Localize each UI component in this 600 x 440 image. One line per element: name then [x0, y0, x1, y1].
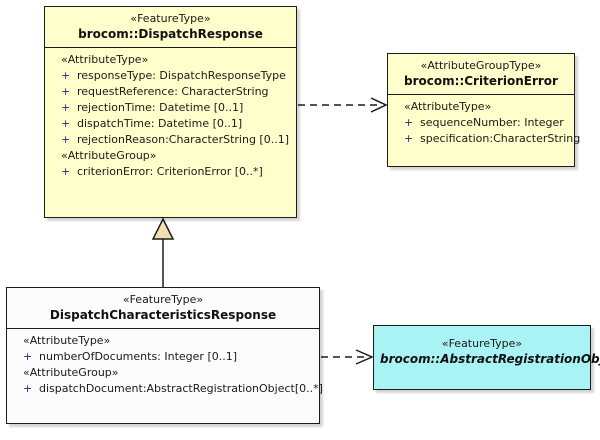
attribute-label: dispatchTime: Datetime [0..1] [77, 117, 243, 130]
group-label-attributegroup: «AttributeGroup» [23, 366, 119, 379]
attribute-row[interactable]: + numberOfDocuments: Integer [0..1] [11, 349, 315, 365]
attribute-row[interactable]: + dispatchTime: Datetime [0..1] [49, 116, 292, 132]
attribute-label: numberOfDocuments: Integer [0..1] [39, 350, 238, 363]
stereotype-label: «FeatureType» [441, 337, 523, 350]
group-label-attributegroup: «AttributeGroup» [61, 149, 157, 162]
visibility-marker: + [404, 132, 414, 145]
visibility-marker: + [23, 350, 33, 363]
visibility-marker: + [61, 117, 71, 130]
visibility-marker: + [23, 382, 33, 395]
class-body-dispatch-characteristics-response: «AttributeType» + numberOfDocuments: Inte… [7, 329, 323, 402]
attribute-row[interactable]: + rejectionTime: Datetime [0..1] [49, 100, 292, 116]
class-box-dispatch-characteristics-response[interactable]: «FeatureType» DispatchCharacteristicsRes… [6, 287, 323, 424]
attribute-label: dispatchDocument:AbstractRegistrationObj… [39, 382, 323, 395]
class-header-dispatch-response: «FeatureType» brocom::DispatchResponse [45, 7, 296, 48]
generalization-dispatchcharacteristics-dispatchresponse[interactable] [151, 217, 175, 287]
class-box-abstract-registration-object[interactable]: «FeatureType» brocom::AbstractRegistrati… [373, 325, 600, 390]
class-name-label: DispatchCharacteristicsResponse [49, 308, 277, 322]
attribute-row[interactable]: + rejectionReason:CharacterString [0..1] [49, 132, 292, 148]
class-box-dispatch-response[interactable]: «FeatureType» brocom::DispatchResponse «… [44, 6, 297, 218]
attribute-row[interactable]: + criterionError: CriterionError [0..*] [49, 164, 292, 180]
visibility-marker: + [61, 69, 71, 82]
class-header-abstract-registration-object: «FeatureType» brocom::AbstractRegistrati… [374, 326, 600, 372]
attribute-row[interactable]: + requestReference: CharacterString [49, 84, 292, 100]
stereotype-label: «FeatureType» [122, 293, 204, 306]
group-label-attributetype: «AttributeType» [23, 334, 111, 347]
attribute-row[interactable]: + responseType: DispatchResponseType [49, 68, 292, 84]
class-body-criterion-error: «AttributeType» + sequenceNumber: Integer… [388, 95, 580, 152]
visibility-marker: + [61, 101, 71, 114]
class-body-dispatch-response: «AttributeType» + responseType: DispatchR… [45, 48, 296, 185]
class-box-criterion-error[interactable]: «AttributeGroupType» brocom::CriterionEr… [387, 53, 580, 167]
attribute-label: criterionError: CriterionError [0..*] [77, 165, 263, 178]
visibility-marker: + [61, 85, 71, 98]
attribute-label: requestReference: CharacterString [77, 85, 269, 98]
attribute-label: responseType: DispatchResponseType [77, 69, 286, 82]
visibility-marker: + [61, 133, 71, 146]
attribute-row[interactable]: + dispatchDocument:AbstractRegistrationOb… [11, 381, 323, 397]
visibility-marker: + [404, 116, 414, 129]
dependency-dispatchresponse-criterionerror[interactable] [298, 97, 388, 113]
class-name-label: brocom::AbstractRegistrationObject [380, 352, 600, 366]
attribute-label: specification:CharacterString [420, 132, 581, 145]
group-label-attributetype: «AttributeType» [61, 53, 149, 66]
attribute-row[interactable]: + specification:CharacterString [392, 131, 580, 147]
attribute-label: rejectionReason:CharacterString [0..1] [77, 133, 289, 146]
class-name-label: brocom::CriterionError [404, 74, 558, 88]
class-header-dispatch-characteristics-response: «FeatureType» DispatchCharacteristicsRes… [7, 288, 319, 329]
stereotype-label: «AttributeGroupType» [420, 59, 542, 72]
group-label-attributetype: «AttributeType» [404, 100, 492, 113]
attribute-label: rejectionTime: Datetime [0..1] [77, 101, 244, 114]
attribute-row[interactable]: + sequenceNumber: Integer [392, 115, 570, 131]
stereotype-label: «FeatureType» [130, 12, 211, 25]
dependency-dispatchcharacteristics-abstractregistrationobject[interactable] [321, 349, 374, 365]
visibility-marker: + [61, 165, 71, 178]
class-header-criterion-error: «AttributeGroupType» brocom::CriterionEr… [388, 54, 574, 95]
class-name-label: brocom::DispatchResponse [78, 27, 263, 41]
attribute-label: sequenceNumber: Integer [420, 116, 564, 129]
